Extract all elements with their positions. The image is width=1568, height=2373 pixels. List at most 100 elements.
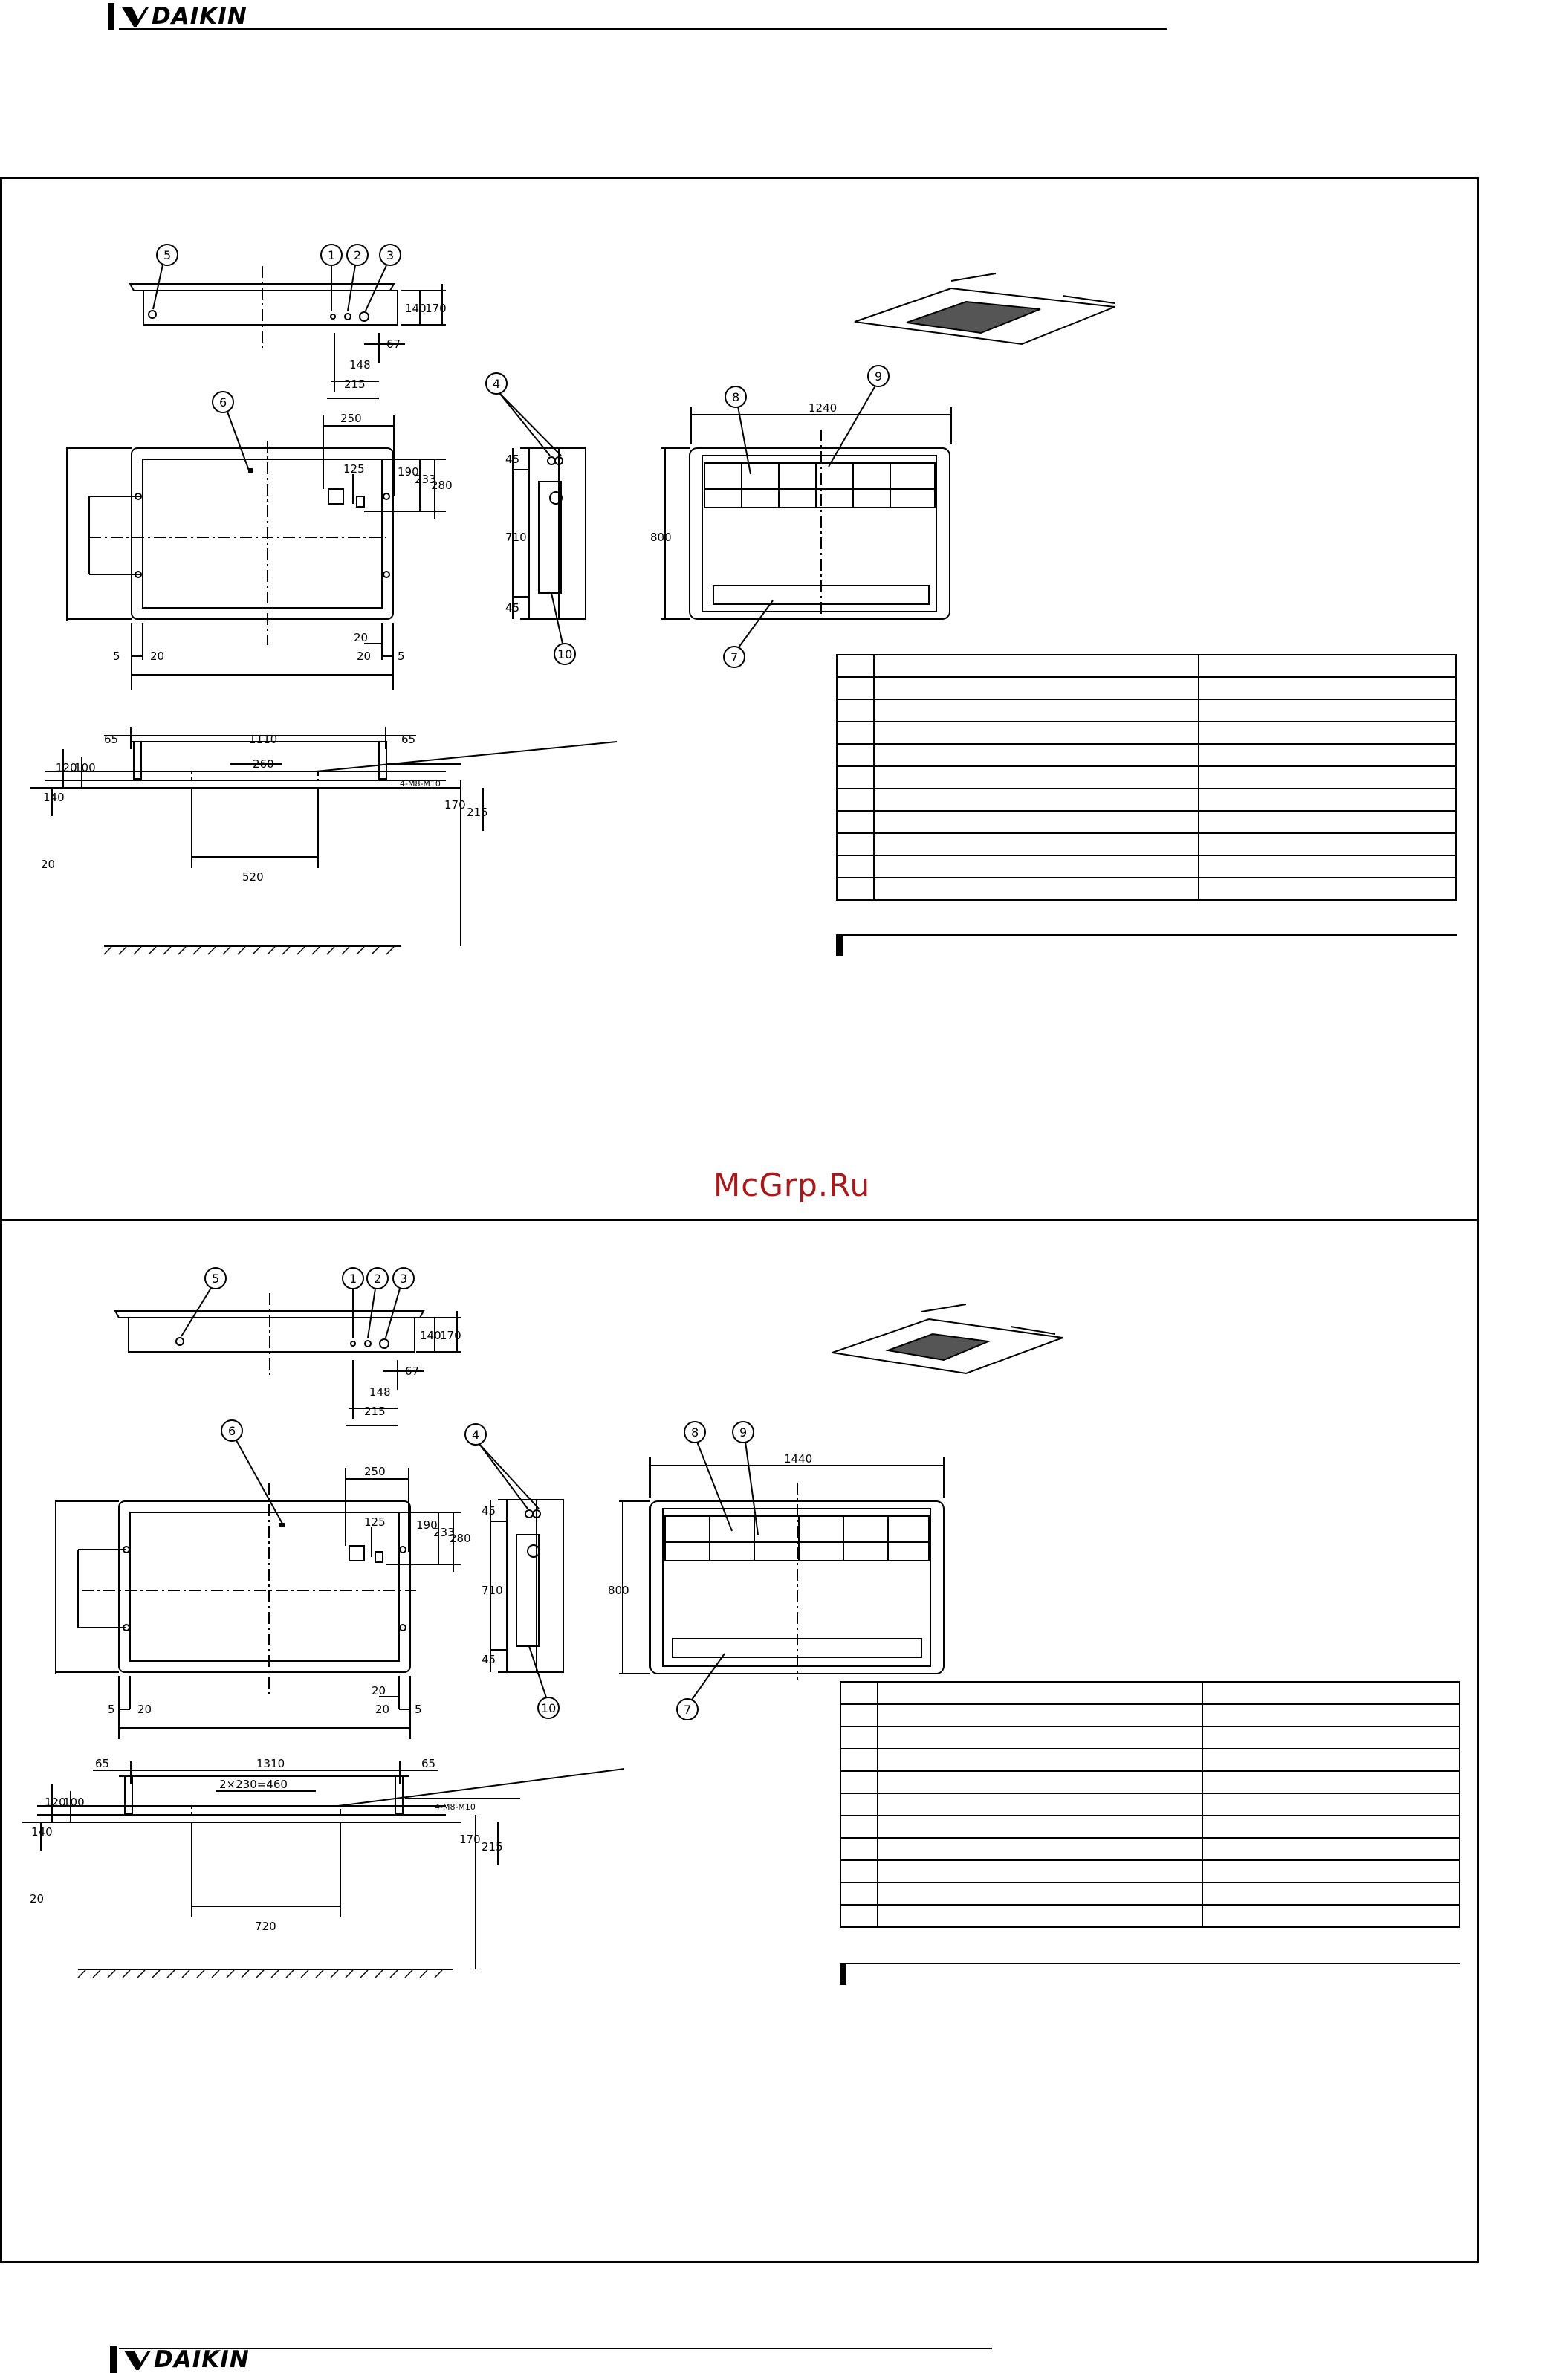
table-row — [836, 743, 1457, 767]
dim-5a: 5 — [113, 650, 120, 663]
dim-5b: 5 — [398, 650, 405, 663]
callout-6: 6 — [219, 395, 227, 409]
dim-5a: 5 — [108, 1703, 115, 1716]
table-row — [836, 699, 1457, 722]
callout-10: 10 — [557, 647, 572, 661]
dim-120: 120 — [45, 1796, 66, 1809]
callout-3: 3 — [400, 1272, 407, 1286]
dim-215b: 215 — [482, 1840, 503, 1854]
table-row — [836, 676, 1457, 700]
dim-148: 148 — [349, 358, 371, 372]
callout-7: 7 — [730, 650, 738, 664]
dim-233: 233 — [415, 473, 436, 486]
unit2-drawings: 5 1 2 3 6 4 10 8 9 7 140 170 67 148 215 … — [22, 1267, 1063, 1978]
table-row — [836, 810, 1457, 834]
dim-width: 1240 — [809, 401, 837, 415]
dim-67: 67 — [405, 1364, 419, 1378]
dim-280: 280 — [450, 1532, 471, 1545]
dim-20b: 20 — [150, 650, 164, 663]
table-row — [836, 765, 1457, 789]
dim-190: 190 — [416, 1518, 438, 1532]
table-row — [840, 1770, 1460, 1794]
callout-3: 3 — [386, 248, 394, 262]
table-row — [840, 1837, 1460, 1861]
logo-bar — [110, 2346, 117, 2373]
dim-20b: 20 — [137, 1703, 152, 1716]
dim-170: 170 — [425, 302, 447, 315]
dim-65b: 65 — [421, 1757, 435, 1770]
callout-2: 2 — [374, 1272, 381, 1286]
table-row — [840, 1703, 1460, 1727]
table-row — [836, 654, 1457, 678]
dim-20c: 20 — [357, 650, 371, 663]
dim-height: 800 — [650, 531, 672, 544]
table-row — [840, 1726, 1460, 1749]
dim-height: 800 — [608, 1584, 629, 1597]
dim-215b: 215 — [467, 806, 488, 819]
dim-148: 148 — [369, 1385, 391, 1399]
dim-250: 250 — [340, 412, 362, 425]
dim-120: 120 — [56, 761, 77, 774]
parts-table-1 — [836, 654, 1457, 901]
dim-520: 520 — [242, 870, 264, 884]
dim-45a: 45 — [482, 1504, 496, 1518]
table-row — [840, 1904, 1460, 1928]
footer-logo: DAIKIN — [110, 2346, 250, 2373]
dim-bolt: 4-M8-M10 — [435, 1802, 476, 1812]
note-marker-2 — [840, 1963, 846, 1985]
dim-170: 170 — [440, 1329, 461, 1342]
note-rule-2 — [840, 1963, 1460, 1964]
parts-table-2 — [840, 1681, 1460, 1928]
callout-1: 1 — [349, 1272, 357, 1286]
dim-1110: 1110 — [249, 733, 277, 746]
callout-4: 4 — [493, 377, 500, 391]
dim-140: 140 — [405, 302, 427, 315]
note-marker-1 — [836, 934, 843, 956]
dim-233: 233 — [433, 1526, 455, 1539]
dim-140b: 140 — [31, 1825, 53, 1839]
daikin-logo-icon — [124, 2351, 151, 2370]
dim-45a: 45 — [505, 453, 519, 466]
dim-width: 1440 — [784, 1452, 812, 1466]
dim-100: 100 — [74, 761, 96, 774]
table-row — [836, 877, 1457, 901]
dim-65a: 65 — [95, 1757, 109, 1770]
dim-45b: 45 — [505, 601, 519, 615]
dim-140b: 140 — [43, 791, 65, 804]
dim-20d: 20 — [30, 1892, 44, 1906]
dim-170b: 170 — [459, 1833, 481, 1846]
callout-10: 10 — [541, 1701, 556, 1715]
callout-8: 8 — [732, 390, 739, 404]
dim-20a: 20 — [372, 1684, 386, 1697]
drawing-panel-2 — [0, 1219, 1479, 2263]
footer-rule — [119, 2348, 992, 2349]
callout-9: 9 — [875, 369, 882, 383]
dim-2x230: 2×230=460 — [219, 1778, 288, 1791]
dim-bolt: 4-M8-M10 — [400, 779, 441, 789]
dim-45b: 45 — [482, 1653, 496, 1666]
dim-5b: 5 — [415, 1703, 422, 1716]
brand-name: DAIKIN — [152, 3, 247, 30]
table-row — [840, 1748, 1460, 1772]
dim-65b: 65 — [401, 733, 415, 746]
dim-190: 190 — [398, 465, 419, 479]
logo-bar — [108, 3, 114, 30]
dim-720: 720 — [255, 1920, 276, 1933]
table-row — [836, 855, 1457, 878]
dim-710: 710 — [482, 1584, 503, 1597]
unit1-drawings: 5 1 2 3 6 4 10 8 9 7 140 170 67 148 215 … — [30, 244, 1115, 955]
dim-20a: 20 — [354, 631, 368, 644]
watermark: McGrp.Ru — [713, 1167, 871, 1203]
dim-215: 215 — [344, 378, 366, 391]
callout-4: 4 — [472, 1428, 479, 1442]
dim-67: 67 — [386, 337, 401, 351]
dim-710: 710 — [505, 531, 527, 544]
table-row — [836, 788, 1457, 812]
dim-170b: 170 — [444, 798, 466, 812]
dim-250: 250 — [364, 1465, 386, 1478]
dim-65a: 65 — [104, 733, 118, 746]
dim-20c: 20 — [375, 1703, 389, 1716]
header-rule — [119, 28, 1167, 30]
dim-215: 215 — [364, 1405, 386, 1418]
table-row — [836, 721, 1457, 745]
